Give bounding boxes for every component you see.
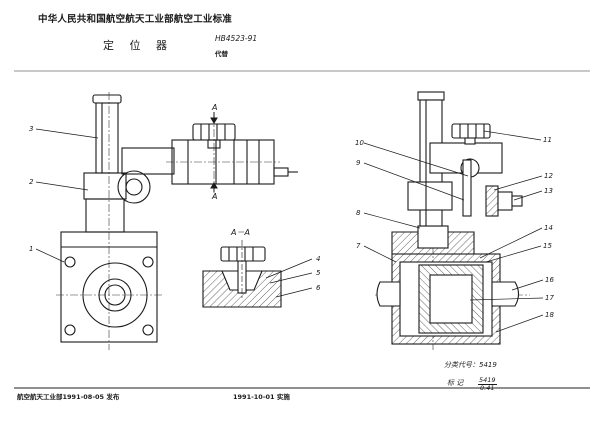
callout-5: 5 bbox=[316, 269, 321, 277]
classification-value: 5419 bbox=[479, 361, 497, 369]
drawing-title: 定 位 器 bbox=[103, 39, 173, 52]
callout-4: 4 bbox=[316, 255, 321, 263]
section-a-a-view bbox=[202, 240, 282, 308]
callout-1: 1 bbox=[29, 245, 34, 253]
standard-organization-header: 中华人民共和国航空航天工业部航空工业标准 bbox=[38, 14, 233, 25]
mark-numerator: 5419 bbox=[478, 376, 497, 386]
callout-13: 13 bbox=[544, 187, 553, 195]
callout-6: 6 bbox=[316, 284, 321, 292]
callout-14: 14 bbox=[544, 224, 553, 232]
side-section-view bbox=[376, 91, 523, 345]
issue-date: 航空航天工业部1991-08-05 发布 bbox=[17, 393, 120, 401]
callout-9: 9 bbox=[356, 159, 361, 167]
callout-7: 7 bbox=[356, 242, 361, 250]
classification-label: 分类代号： bbox=[444, 361, 479, 369]
section-cut-label-bottom: A bbox=[212, 192, 218, 201]
callout-2: 2 bbox=[29, 178, 34, 186]
callout-15: 15 bbox=[543, 242, 552, 250]
section-cut-indicator bbox=[210, 112, 218, 192]
callout-12: 12 bbox=[544, 172, 553, 180]
section-cut-label-top: A bbox=[212, 103, 218, 112]
callout-17: 17 bbox=[545, 294, 554, 302]
section-view-title: A－A bbox=[231, 228, 250, 237]
replaces-label: 代替 bbox=[215, 50, 228, 58]
callout-8: 8 bbox=[356, 209, 361, 217]
callout-10: 10 bbox=[355, 139, 364, 147]
callout-18: 18 bbox=[545, 311, 554, 319]
classification-code: 分类代号：5419 bbox=[444, 362, 497, 369]
callout-11: 11 bbox=[543, 136, 552, 144]
standard-number: HB4523-91 bbox=[215, 34, 258, 43]
callout-3: 3 bbox=[29, 125, 34, 133]
implementation-date: 1991-10-01 实施 bbox=[233, 393, 290, 401]
callout-16: 16 bbox=[545, 276, 554, 284]
leader-lines bbox=[35, 128, 544, 333]
frame-lines bbox=[14, 70, 590, 389]
mark-label: 标 记 bbox=[447, 379, 464, 387]
